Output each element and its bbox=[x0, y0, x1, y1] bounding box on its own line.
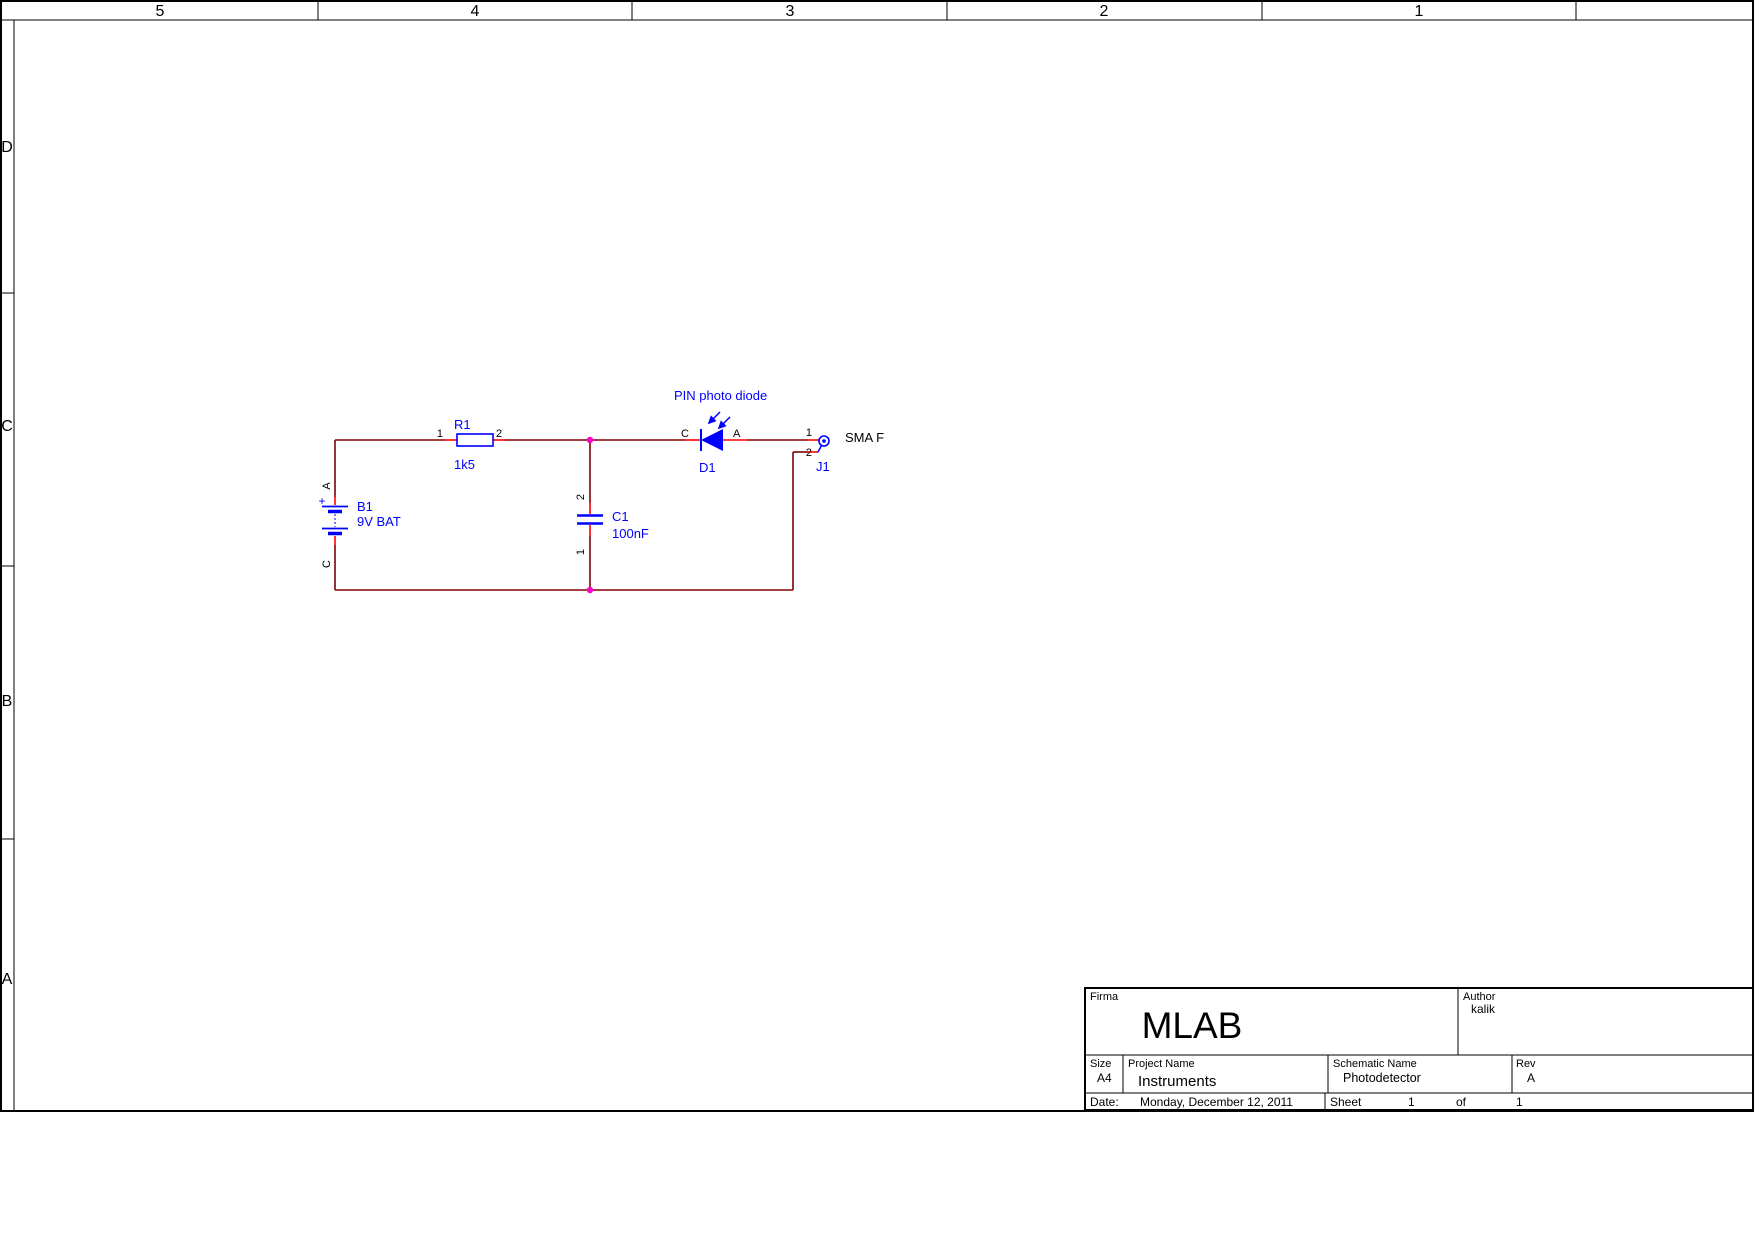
battery-symbol bbox=[322, 505, 348, 536]
battery-value-label: 9V BAT bbox=[357, 514, 401, 529]
circuit-wires bbox=[334, 439, 808, 591]
rev-value: A bbox=[1527, 1071, 1535, 1085]
author-label: Author bbox=[1463, 991, 1496, 1003]
resistor-pin1-label: 1 bbox=[437, 428, 443, 440]
battery-ref-label: B1 bbox=[357, 499, 373, 514]
frame-column-labels: 5 4 3 2 1 bbox=[156, 3, 1424, 20]
connector-pin2-label: 2 bbox=[806, 447, 812, 459]
photon-arrow-shaft bbox=[712, 411, 721, 420]
photodiode-anode-label: A bbox=[733, 428, 741, 440]
photodiode-cathode-label: C bbox=[681, 428, 689, 440]
sma-connector-symbol bbox=[817, 435, 830, 453]
photon-arrow-shaft bbox=[722, 416, 731, 425]
company-name: MLAB bbox=[1142, 1005, 1243, 1046]
author-value: kalik bbox=[1471, 1002, 1496, 1016]
schematic-name-label: Schematic Name bbox=[1333, 1058, 1417, 1070]
frame-row-label: C bbox=[1, 418, 13, 435]
resistor-pin2-label: 2 bbox=[496, 428, 502, 440]
firma-label: Firma bbox=[1090, 991, 1119, 1003]
sheet-frame bbox=[0, 0, 1754, 1112]
resistor-body bbox=[456, 433, 494, 447]
photon-arrow-head bbox=[717, 420, 727, 430]
junction-dot bbox=[586, 436, 594, 444]
junction-dot bbox=[586, 586, 594, 594]
connector-shell-lead bbox=[817, 445, 823, 453]
component-pins bbox=[334, 439, 819, 545]
resistor-ref-label: R1 bbox=[454, 417, 471, 432]
battery-pinA-label: A bbox=[321, 482, 333, 490]
sheet-number: 1 bbox=[1408, 1095, 1415, 1109]
sheet-of-label: of bbox=[1456, 1095, 1467, 1109]
date-label: Date: bbox=[1090, 1095, 1119, 1109]
frame-column-label: 2 bbox=[1100, 3, 1109, 20]
capacitor-ref-label: C1 bbox=[612, 509, 629, 524]
sheet-total: 1 bbox=[1516, 1095, 1523, 1109]
capacitor-pin1-label: 1 bbox=[575, 549, 587, 555]
diode-triangle bbox=[701, 429, 723, 451]
frame-column-label: 1 bbox=[1415, 3, 1424, 20]
capacitor-value-label: 100nF bbox=[612, 526, 649, 541]
battery-pinC-label: C bbox=[321, 560, 333, 568]
battery-plus-sign: + bbox=[318, 494, 325, 508]
frame-row-label: A bbox=[2, 971, 13, 988]
frame-column-label: 4 bbox=[471, 3, 480, 20]
connector-pin1-label: 1 bbox=[806, 427, 812, 439]
capacitor-pin2-label: 2 bbox=[575, 494, 587, 500]
schematic-labels: R1 1k5 1 2 B1 9V BAT + A C C1 100nF 2 1 … bbox=[318, 388, 884, 568]
size-label: Size bbox=[1090, 1058, 1111, 1070]
junction-dots bbox=[586, 436, 594, 594]
rev-label: Rev bbox=[1516, 1058, 1536, 1070]
schematic-name-value: Photodetector bbox=[1343, 1071, 1421, 1085]
date-value: Monday, December 12, 2011 bbox=[1140, 1095, 1293, 1109]
frame-row-label: B bbox=[2, 693, 13, 710]
capacitor-symbol bbox=[577, 514, 603, 525]
frame-outer-border bbox=[0, 0, 1754, 1112]
resistor-value-label: 1k5 bbox=[454, 457, 475, 472]
photon-arrow-head bbox=[707, 415, 717, 425]
size-value: A4 bbox=[1097, 1071, 1112, 1085]
connector-center-pin bbox=[822, 439, 826, 443]
project-name-label: Project Name bbox=[1128, 1058, 1195, 1070]
title-block-border bbox=[1084, 987, 1754, 1111]
photodiode-symbol bbox=[700, 411, 731, 451]
frame-column-label: 5 bbox=[156, 3, 165, 20]
title-block-text: Firma MLAB Author kalik Size A4 Project … bbox=[1090, 991, 1536, 1109]
frame-row-label: D bbox=[1, 139, 13, 156]
project-name-value: Instruments bbox=[1138, 1073, 1216, 1090]
resistor-symbol bbox=[456, 433, 494, 447]
photodiode-ref-label: D1 bbox=[699, 460, 716, 475]
sheet-label: Sheet bbox=[1330, 1095, 1362, 1109]
title-block bbox=[1084, 987, 1754, 1111]
photodiode-note-label: PIN photo diode bbox=[674, 388, 767, 403]
connector-ref-label: J1 bbox=[816, 459, 830, 474]
connector-value-label: SMA F bbox=[845, 430, 884, 445]
frame-column-label: 3 bbox=[786, 3, 795, 20]
connector-ring bbox=[818, 435, 830, 447]
frame-row-labels: D C B A bbox=[1, 139, 13, 988]
photon-arrows-icon bbox=[707, 411, 731, 430]
